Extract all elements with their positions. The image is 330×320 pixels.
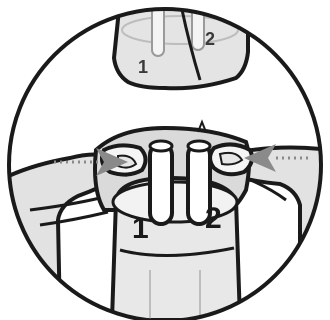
top-pin-label-left: 1	[138, 57, 148, 77]
finger-right	[210, 144, 252, 174]
pin-label-left: 1	[132, 212, 149, 245]
pin-left	[150, 144, 172, 224]
top-pin-right	[192, 0, 204, 50]
pin-label-right: 2	[205, 202, 222, 235]
top-pin-label-right: 2	[205, 29, 215, 49]
